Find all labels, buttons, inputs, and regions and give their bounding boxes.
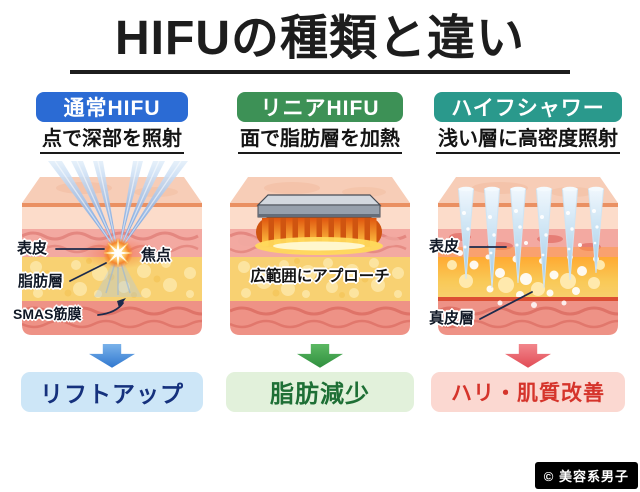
result-badge-lift-up: リフトアップ: [21, 371, 203, 412]
label-fat-layer: 脂肪層: [18, 272, 64, 290]
comparison-columns: 通常HIFU 点で深部を照射: [0, 91, 640, 412]
beam-caps: [458, 186, 604, 191]
caption-wide-approach: 広範囲にアプローチ: [250, 267, 390, 285]
result-badge-skin-quality: ハリ・肌質改善: [431, 371, 625, 412]
smas-arrowhead: [117, 297, 126, 308]
focal-point-burst: [103, 237, 133, 268]
label-smas-fascia: SMAS筋膜: [13, 305, 82, 322]
device-plate: [256, 194, 382, 218]
title-underline: [70, 69, 570, 74]
down-arrow-icon: [505, 343, 551, 368]
column-linear-hifu: リニアHIFU 面で脂肪層を加熱: [221, 91, 419, 412]
diagram-normal-hifu: 表皮 焦点 脂肪層 SMAS筋膜: [13, 160, 211, 341]
beam-bubbles: [462, 208, 599, 257]
page-header: HIFUの種類と違い: [0, 12, 640, 74]
subtitle-hifu-shower: 浅い層に高密度照射: [436, 128, 620, 154]
column-hifu-shower: ハイフシャワー 浅い層に高密度照射: [429, 91, 627, 412]
shower-beams: [457, 188, 605, 288]
label-epidermis: 表皮: [429, 237, 460, 255]
diagram-hifu-shower: 表皮 真皮層: [429, 161, 627, 341]
header-badge-linear-hifu: リニアHIFU: [237, 91, 403, 122]
subtitle-linear-hifu: 面で脂肪層を加熱: [238, 128, 402, 154]
label-leader-lines: [469, 245, 533, 320]
ultrasound-beams: [48, 160, 188, 253]
copyright-watermark: © 美容系男子: [534, 462, 638, 489]
skin-cross-section-linear-device: [230, 176, 410, 335]
linear-cartridge-heating: [255, 216, 383, 255]
label-leader-lines: [55, 247, 124, 316]
header-badge-hifu-shower: ハイフシャワー: [434, 91, 622, 122]
beam-highlights: [54, 160, 182, 254]
down-arrow-icon: [297, 343, 343, 368]
label-focal-point: 焦点: [141, 246, 172, 264]
label-epidermis: 表皮: [17, 239, 48, 257]
skin-block: [438, 176, 618, 335]
page-title: HIFUの種類と違い: [115, 12, 525, 65]
result-badge-fat-reduction: 脂肪減少: [226, 371, 414, 412]
column-normal-hifu: 通常HIFU 点で深部を照射: [13, 91, 211, 412]
down-arrow-icon: [89, 343, 135, 368]
subtitle-normal-hifu: 点で深部を照射: [40, 128, 184, 154]
header-badge-normal-hifu: 通常HIFU: [36, 91, 188, 122]
skin-cross-section-shower-beams: [438, 176, 618, 335]
skin-cross-section-focused-beam: [22, 160, 202, 335]
label-dermis: 真皮層: [429, 309, 475, 327]
diagram-linear-hifu: 広範囲にアプローチ: [221, 161, 419, 341]
